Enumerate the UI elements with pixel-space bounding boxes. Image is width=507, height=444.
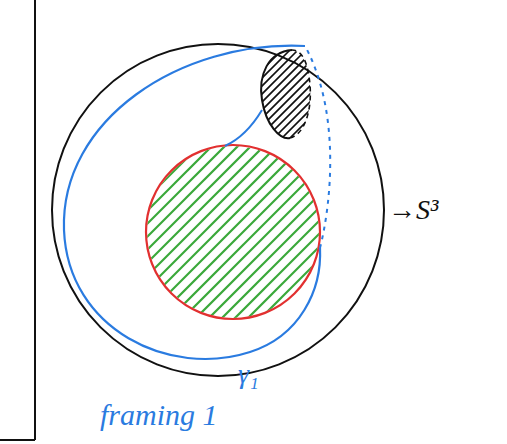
hatch-line (211, 45, 311, 145)
outer-sphere (52, 44, 384, 376)
hatch-line (315, 45, 415, 145)
target-label: →S³ (388, 196, 438, 224)
hatch-line (267, 140, 452, 325)
hatch-line (319, 140, 504, 325)
hatch-line (171, 45, 271, 145)
hatch-line (179, 45, 279, 145)
hatch-line (254, 140, 439, 325)
hatch-line (280, 140, 465, 325)
framing-label: framing 1 (100, 400, 218, 430)
hatch-line (241, 140, 426, 325)
hatch-line (0, 140, 140, 325)
hatch-line (202, 140, 387, 325)
hatch-line (163, 45, 263, 145)
margin-line (34, 0, 36, 440)
hatch-line (259, 45, 359, 145)
framing-curve-hidden (305, 46, 330, 248)
unknot-circle (146, 145, 320, 319)
hatch-line (267, 45, 367, 145)
blob-hatching (155, 45, 415, 145)
hatch-line (0, 140, 166, 325)
blob-outline (261, 50, 292, 138)
framing-curve (64, 46, 320, 359)
hatch-line (195, 45, 295, 145)
hatch-line (299, 45, 399, 145)
hatch-line (203, 45, 303, 145)
blob-outline-hidden (290, 50, 310, 138)
margin-line (0, 439, 35, 441)
framing-curve (225, 110, 262, 146)
hatch-line (251, 45, 351, 145)
hatch-line (307, 45, 407, 145)
hatch-line (235, 45, 335, 145)
hatch-line (215, 140, 400, 325)
hatch-line (283, 45, 383, 145)
hatch-line (291, 45, 391, 145)
hatch-line (306, 140, 491, 325)
curve-label: γ₁ (238, 360, 259, 388)
hatch-line (219, 45, 319, 145)
hatch-line (275, 45, 375, 145)
